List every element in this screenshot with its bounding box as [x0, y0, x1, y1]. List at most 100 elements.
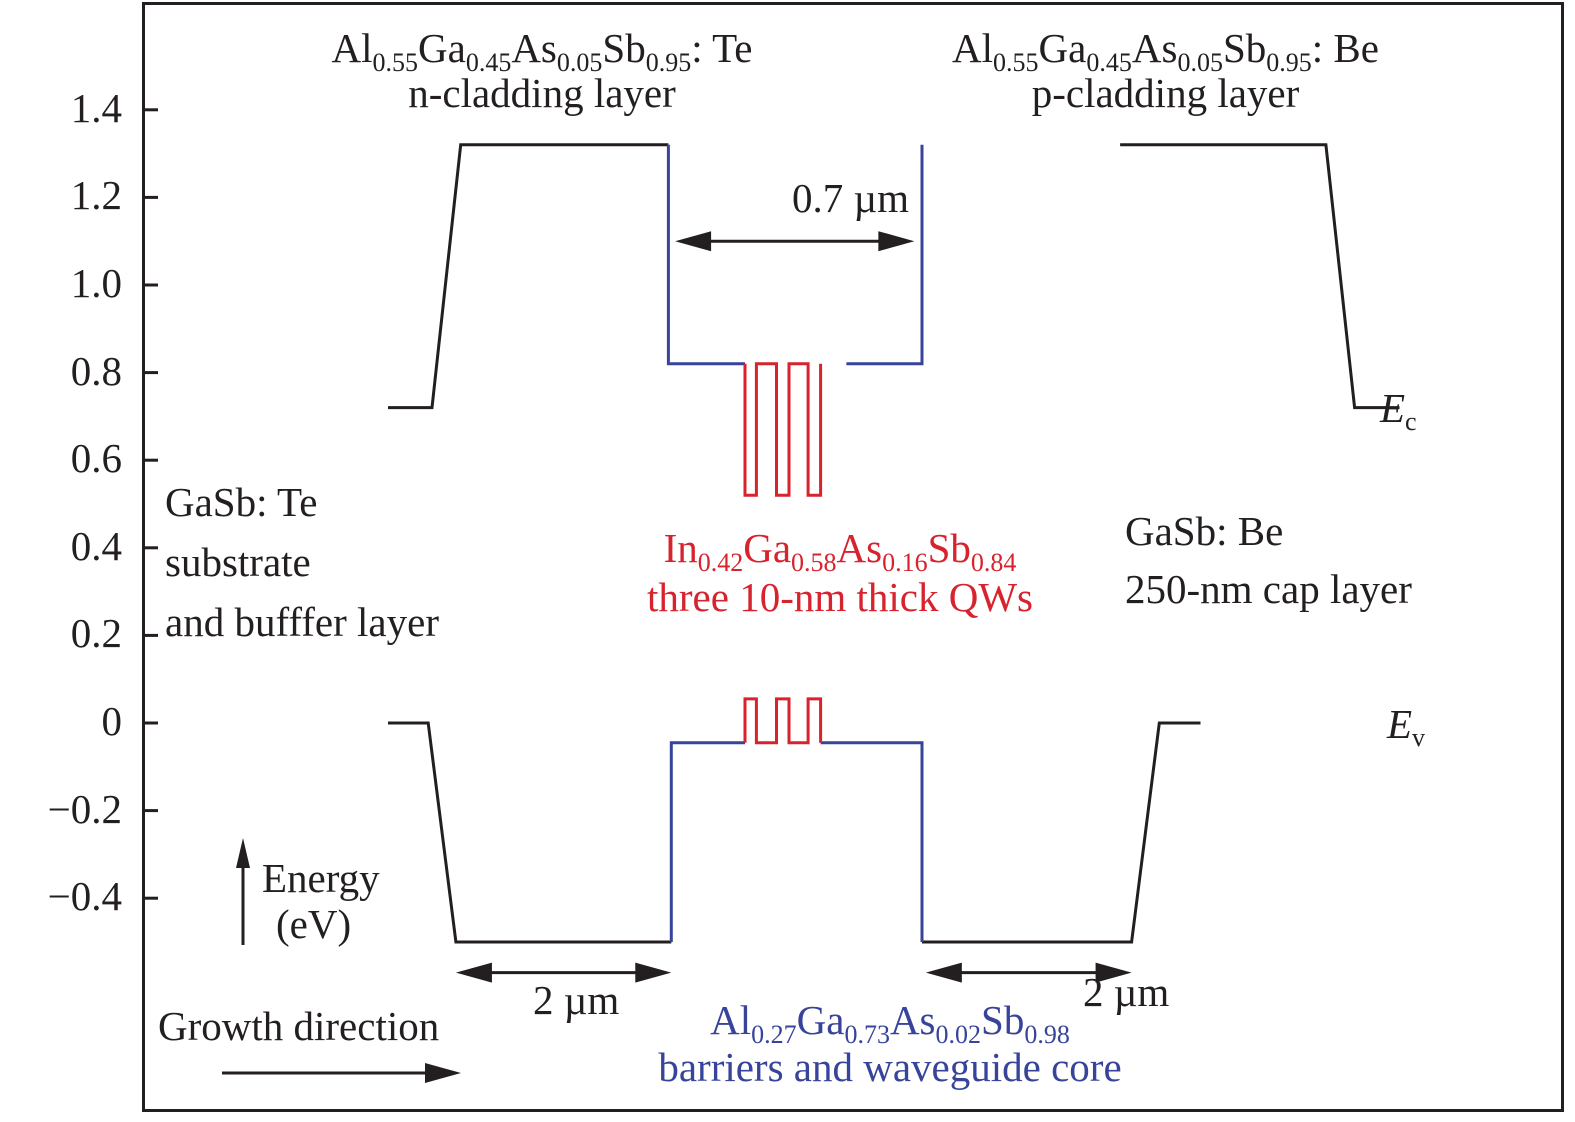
formula-subscript: 0.05: [1177, 48, 1223, 77]
n-cladding-label: Al0.55Ga0.45As0.05Sb0.95: Te n-cladding …: [272, 28, 812, 114]
arrowhead-left-icon: [925, 962, 962, 983]
y-tick-label: −0.2: [47, 785, 122, 832]
formula-element: In: [663, 525, 698, 571]
y-tick-label: −0.4: [47, 873, 122, 920]
band-edge-line: [1120, 143, 1400, 410]
formula-element: Sb: [981, 997, 1025, 1043]
formula-element: Al: [331, 25, 373, 71]
dopant: : Be: [1311, 25, 1379, 71]
formula-subscript: 0.95: [1266, 48, 1312, 77]
formula-subscript: 0.55: [993, 48, 1039, 77]
p-cladding-formula: Al0.55Ga0.45As0.05Sb0.95: Be: [893, 25, 1438, 76]
energy-arrow-icon: [236, 838, 250, 945]
substrate-line-3: and bufffer layer: [165, 599, 439, 645]
arrowhead-right-icon: [1095, 962, 1132, 983]
energy-axis-label: Energy (eV): [262, 855, 380, 947]
p-cladding-caption: p-cladding layer: [1031, 70, 1300, 116]
dimension-arrow: [675, 231, 915, 252]
arrowhead-left-icon: [455, 962, 492, 983]
p-cladding-label: Al0.55Ga0.45As0.05Sb0.95: Be p-cladding …: [893, 28, 1438, 114]
formula-subscript: 0.45: [465, 48, 512, 77]
band-edge-line: [666, 144, 745, 366]
band-edge-line: [388, 143, 669, 410]
band-edge-line: [820, 741, 924, 942]
y-axis: [145, 108, 158, 900]
formula-element: Ga: [796, 997, 845, 1043]
y-tick-label: 1.4: [70, 84, 122, 131]
arrowhead-right-icon: [878, 231, 915, 252]
formula-subscript: 0.27: [751, 1020, 797, 1049]
core-caption: barriers and waveguide core: [658, 1044, 1122, 1090]
cap-line-2: 250-nm cap layer: [1125, 566, 1412, 612]
formula-element: As: [889, 997, 936, 1043]
y-tick-label: 0: [101, 698, 123, 744]
ec-label: Ec: [1380, 388, 1417, 435]
band-series-conduction-2: [743, 362, 823, 497]
formula-subscript: 0.98: [1024, 1020, 1070, 1049]
quantum-well-label: In0.42Ga0.58As0.16Sb0.84 three 10-nm thi…: [560, 528, 1120, 618]
formula-element: As: [836, 525, 883, 571]
formula-element: Ga: [743, 525, 792, 571]
cap-line-1: GaSb: Be: [1125, 508, 1284, 554]
formula-subscript: 0.55: [372, 48, 419, 77]
cap-label: GaSb: Be 250-nm cap layer: [1125, 502, 1412, 618]
band-series-conduction-0: [388, 143, 1400, 410]
n-cladding-width-label: 2 µm: [533, 977, 620, 1023]
band-edge-line: [846, 144, 924, 366]
formula-element: Al: [710, 997, 752, 1043]
core-formula: Al0.27Ga0.73As0.02Sb0.98: [570, 997, 1210, 1048]
y-tick-label: 1.2: [70, 172, 122, 219]
formula-element: As: [1131, 25, 1178, 71]
qw-caption: three 10-nm thick QWs: [647, 574, 1033, 620]
formula-element: As: [511, 25, 557, 71]
core-width-label: 0.7 µm: [792, 175, 910, 221]
formula-subscript: 0.42: [697, 548, 744, 577]
formula-subscript: 0.05: [556, 48, 603, 77]
substrate-line-2: substrate: [165, 539, 311, 585]
formula-element: Sb: [602, 25, 646, 71]
y-tick-label: 0.2: [70, 610, 122, 657]
qw-formula: In0.42Ga0.58As0.16Sb0.84: [560, 525, 1120, 576]
formula-element: Ga: [418, 25, 466, 71]
formula-element: Sb: [927, 525, 971, 571]
ec-symbol: E: [1380, 385, 1406, 431]
n-cladding-caption: n-cladding layer: [408, 70, 676, 116]
band-series-valence-5: [743, 697, 823, 745]
band-edge-line: [743, 697, 823, 745]
band-series-valence-4: [669, 741, 924, 942]
ev-subscript: v: [1412, 723, 1426, 752]
ec-subscript: c: [1405, 407, 1417, 436]
dimension-arrow: [925, 962, 1132, 983]
band-edge-line: [922, 721, 1201, 944]
y-tick-label: 0.4: [70, 522, 122, 569]
formula-subscript: 0.73: [844, 1020, 890, 1049]
formula-element: Sb: [1222, 25, 1267, 71]
dopant: : Te: [691, 25, 753, 71]
formula-element: Al: [952, 25, 994, 71]
y-tick-label: 1.0: [70, 260, 122, 306]
dimension-arrows: [455, 231, 1132, 983]
formula-subscript: 0.95: [645, 48, 692, 77]
substrate-line-1: GaSb: Te: [165, 479, 318, 525]
arrowhead-right-icon: [635, 962, 672, 983]
band-series-valence-3: [388, 721, 1201, 944]
energy-label-line-2: (eV): [276, 901, 352, 947]
dimension-arrow: [455, 962, 672, 983]
formula-subscript: 0.84: [970, 548, 1017, 577]
p-cladding-width-label: 2 µm: [1083, 969, 1170, 1015]
formula-subscript: 0.02: [935, 1020, 982, 1049]
ev-label: Ev: [1387, 704, 1425, 751]
growth-direction-label: Growth direction: [158, 1003, 440, 1049]
ev-symbol: E: [1387, 701, 1413, 747]
band-edge-line: [743, 362, 823, 497]
y-tick-label: 0.6: [70, 435, 122, 482]
substrate-label: GaSb: Te substrate and bufffer layer: [165, 472, 439, 652]
band-edge-line: [388, 721, 672, 944]
energy-label-line-1: Energy: [262, 855, 380, 901]
band-edge-line: [669, 741, 745, 942]
arrowhead-left-icon: [675, 231, 712, 252]
formula-subscript: 0.16: [882, 548, 928, 577]
growth-direction-arrow-icon: [222, 1063, 461, 1083]
band-profiles: [388, 143, 1400, 944]
